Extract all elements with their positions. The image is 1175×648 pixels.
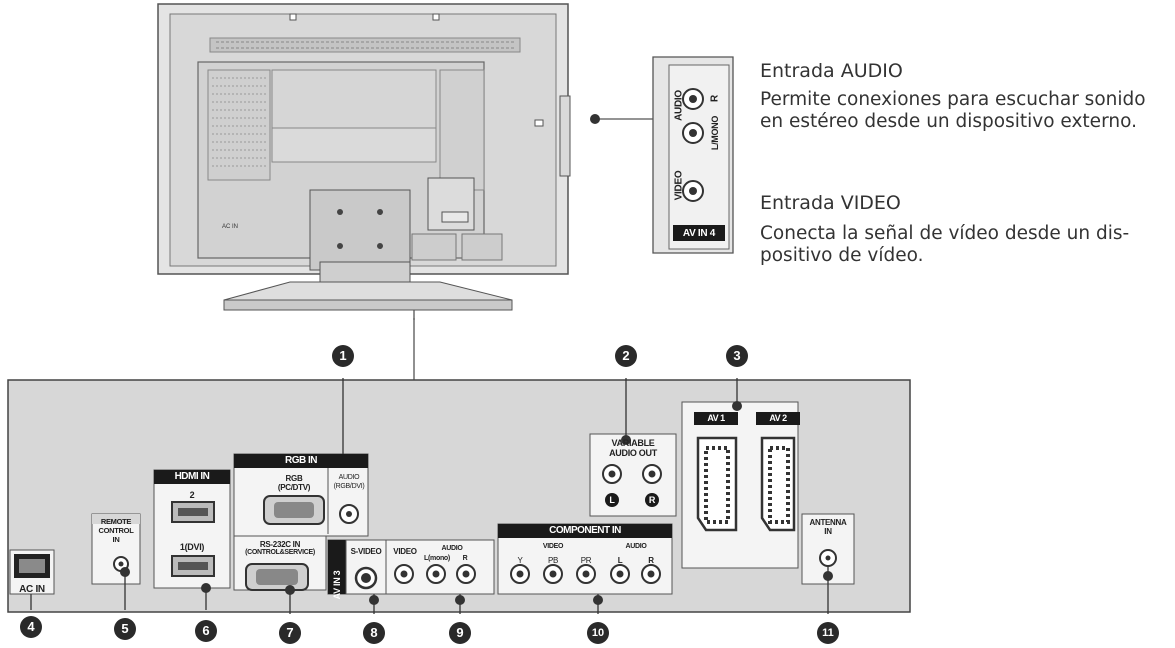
av3-r-label: R [462, 555, 468, 562]
variable-label-2: AUDIO OUT [609, 448, 657, 458]
inset-r-label: R [709, 95, 721, 102]
component-l-label: L [617, 556, 623, 565]
component-video-label: VIDEO [542, 543, 564, 550]
callout-3: 3 [726, 345, 748, 367]
callout-7: 7 [279, 622, 301, 644]
inset-video-label: VIDEO [673, 170, 685, 201]
callout-2: 2 [615, 345, 637, 367]
variable-label-1: VARIABLE [611, 438, 655, 448]
tv-rear-illustration: AC IN [157, 3, 571, 320]
av3-audio-label: AUDIO [441, 545, 463, 552]
audio-rgb-label-1: AUDIO [338, 474, 360, 481]
video-input-desc-1: Conecta la señal de vídeo desde un dis- [760, 223, 1130, 244]
rs232-label-1: RS-232C IN [259, 540, 301, 549]
rgb-label-2: (PC/DTV) [277, 483, 311, 492]
component-pr-label: PR [580, 556, 592, 565]
audio-input-desc-1: Permite conexiones para escuchar sonido [760, 89, 1146, 110]
component-r-label: R [648, 556, 654, 565]
variable-l-label: L [609, 495, 615, 505]
callout-11: 11 [817, 622, 839, 644]
svideo-label: S-VIDEO [350, 547, 382, 556]
callout-5: 5 [114, 618, 136, 640]
av-in-3-label: AV IN 3 [332, 570, 342, 600]
callout-10: 10 [587, 622, 609, 644]
hdmi-1-label: 1(DVI) [179, 542, 205, 552]
component-in-header: COMPONENT IN [498, 524, 672, 538]
remote-label-3: IN [112, 535, 120, 544]
av1-header: AV 1 [694, 412, 738, 425]
audio-input-desc-2: en estéreo desde un dispositivo externo. [760, 111, 1137, 132]
hdmi-in-header: HDMI IN [154, 470, 230, 484]
callout-9: 9 [449, 622, 471, 644]
inset-lmono-label: L/MONO [710, 115, 720, 151]
inset-audio-label: AUDIO [673, 90, 685, 121]
av3-l-mono-label: L(mono) [424, 555, 450, 562]
audio-rgb-label-2: (RGB/DVI) [333, 483, 365, 490]
variable-r-label: R [648, 495, 656, 505]
component-pb-label: PB [547, 556, 559, 565]
rgb-in-header: RGB IN [234, 454, 368, 468]
tv-to-panel-leader [413, 318, 415, 380]
video-input-title: Entrada VIDEO [760, 192, 901, 214]
svg-text:AC IN: AC IN [222, 224, 238, 230]
rear-connector-panel [7, 378, 911, 614]
ac-in-label: AC IN [19, 584, 45, 595]
antenna-label-1: ANTENNA [809, 518, 847, 527]
hdmi-2-label: 2 [189, 490, 195, 500]
callout-1: 1 [332, 345, 354, 367]
side-av-inset [590, 56, 734, 254]
component-y-label: Y [517, 556, 523, 565]
rs232-label-2: (CONTROL&SERVICE) [245, 549, 315, 556]
antenna-label-2: IN [824, 527, 832, 536]
remote-label-2: CONTROL [98, 526, 134, 535]
rgb-label-1: RGB [285, 474, 303, 483]
component-audio-label: AUDIO [625, 543, 647, 550]
video-input-desc-2: positivo de vídeo. [760, 245, 924, 266]
callout-8: 8 [363, 622, 385, 644]
av3-video-label: VIDEO [393, 547, 417, 556]
inset-av-in-4-label: AV IN 4 [682, 228, 716, 239]
remote-label-1: REMOTE [100, 517, 132, 526]
callout-6: 6 [195, 620, 217, 642]
av2-header: AV 2 [756, 412, 800, 425]
callout-4: 4 [20, 616, 42, 638]
audio-input-title: Entrada AUDIO [760, 60, 903, 82]
